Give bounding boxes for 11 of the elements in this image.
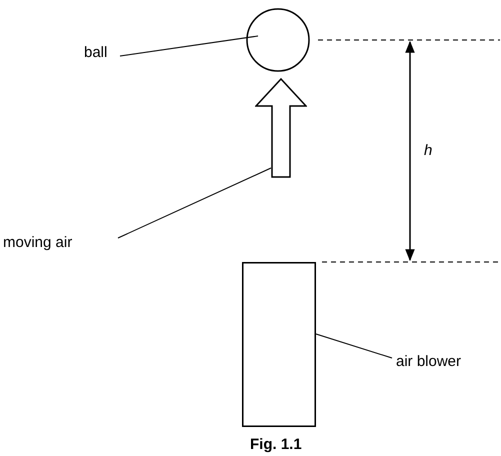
- leader-line: [118, 168, 272, 238]
- dimension-label: h: [424, 142, 432, 160]
- leader-line: [316, 334, 392, 358]
- hollow-arrow-icon: [255, 78, 307, 178]
- part-label: air blower: [396, 353, 500, 371]
- figure-caption: Fig. 1.1: [250, 436, 302, 454]
- part-label: ball: [84, 44, 118, 62]
- ball-drawing: [246, 8, 310, 72]
- leader-line: [120, 36, 258, 56]
- part-label: moving air: [3, 234, 115, 252]
- blower-box: [242, 262, 316, 427]
